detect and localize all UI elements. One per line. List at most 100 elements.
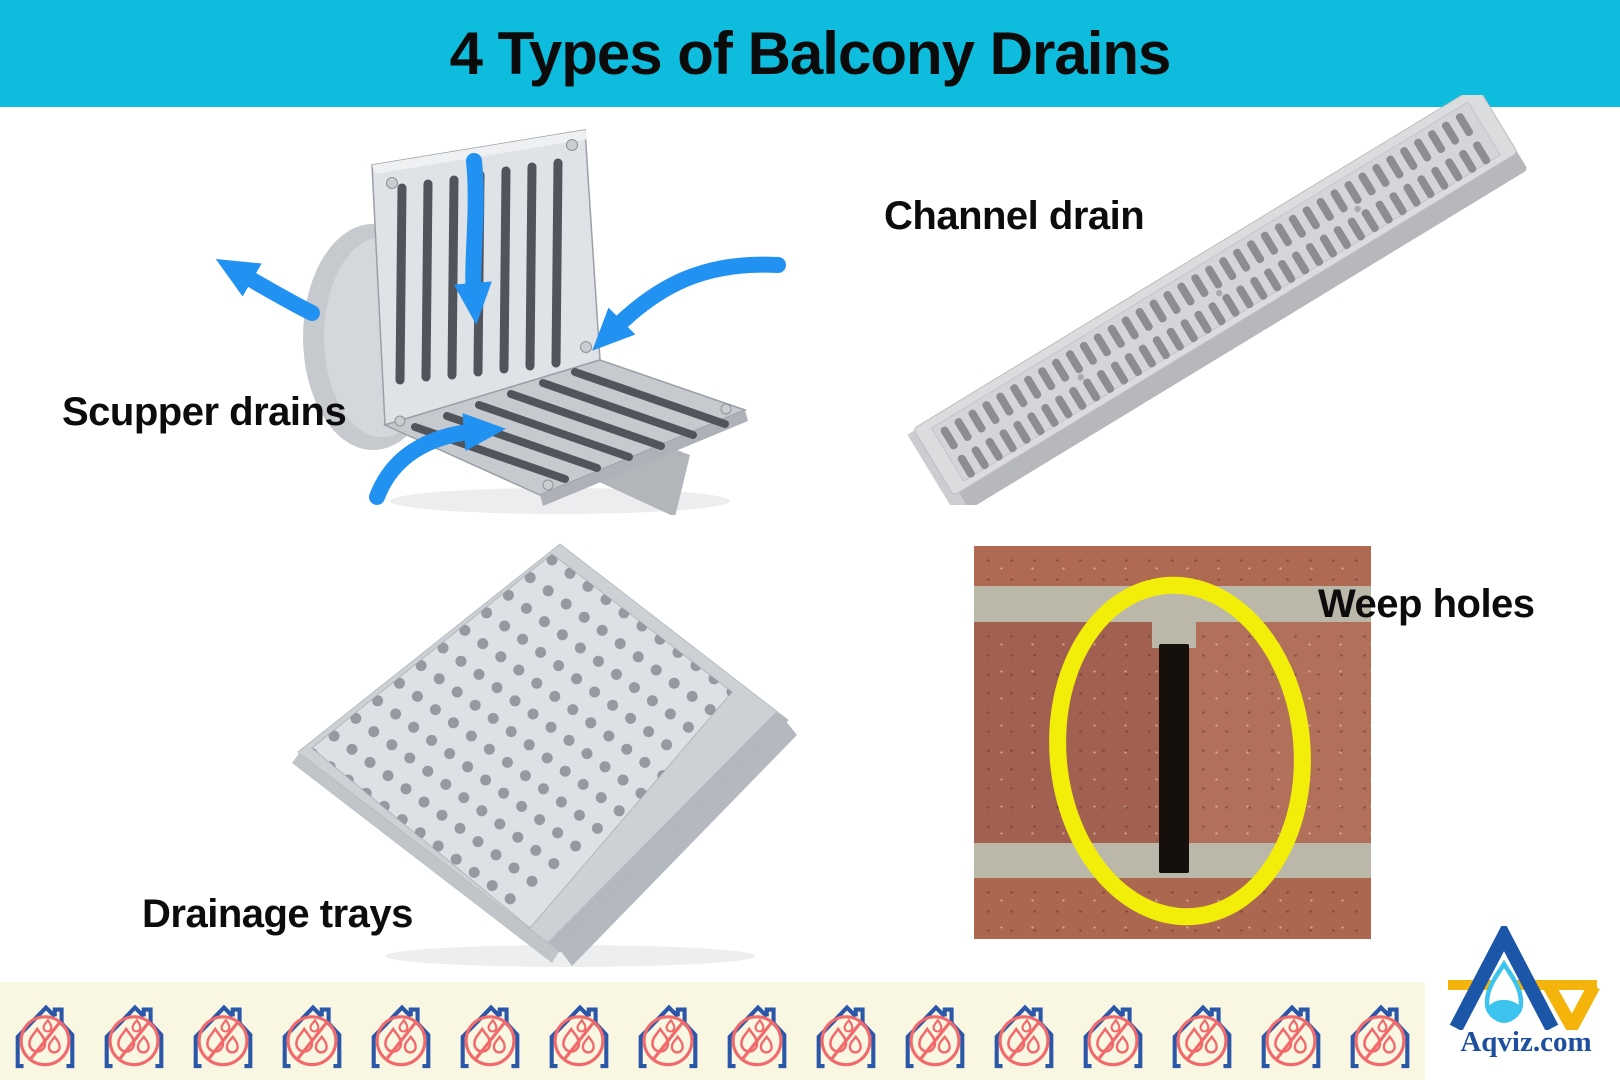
water-drop-icon	[576, 1018, 587, 1033]
water-drop-icon	[403, 1034, 417, 1054]
water-drop-icon	[937, 1034, 951, 1054]
aqviz-logo: Aqviz.com	[1437, 920, 1615, 1058]
channel-drain-label: Channel drain	[884, 194, 1145, 238]
water-drop-icon	[42, 1018, 53, 1033]
page-title: 4 Types of Balcony Drains	[449, 20, 1172, 87]
header-banner: 4 Types of Balcony Drains	[0, 0, 1620, 107]
no-water-house-icon	[549, 1004, 609, 1069]
water-drop-icon	[1115, 1034, 1129, 1054]
tray-front-lip	[292, 752, 560, 963]
arrow-down-icon	[453, 153, 492, 325]
water-drop-icon	[651, 1026, 670, 1053]
water-drop-icon	[28, 1026, 47, 1053]
logo-drop-icon	[1484, 959, 1524, 1023]
prohibition-slash-icon	[474, 1020, 507, 1061]
no-water-house-icon	[371, 1004, 431, 1069]
prohibition-slash-icon	[296, 1020, 329, 1061]
water-drop-icon	[117, 1026, 136, 1053]
water-drop-icon	[220, 1018, 231, 1033]
water-drop-icon	[740, 1026, 759, 1053]
no-water-house-icon	[994, 1004, 1054, 1069]
no-water-house-icon	[1083, 1004, 1143, 1069]
channel-side-face	[949, 150, 1527, 505]
water-drop-icon	[843, 1018, 854, 1033]
water-drop-icon	[829, 1026, 848, 1053]
water-drop-icon	[1199, 1018, 1210, 1033]
drain-back-plate	[371, 129, 601, 426]
water-drop-icon	[1293, 1034, 1307, 1054]
prohibition-slash-icon	[1275, 1020, 1308, 1061]
water-drop-icon	[670, 1034, 684, 1054]
no-water-house-icon	[816, 1004, 876, 1069]
water-drop-icon	[47, 1034, 61, 1054]
no-water-house-icon	[1172, 1004, 1232, 1069]
scupper-drains-label: Scupper drains	[62, 390, 347, 434]
water-drop-icon	[1204, 1034, 1218, 1054]
water-drop-icon	[314, 1034, 328, 1054]
prohibition-slash-icon	[830, 1020, 863, 1061]
no-water-house-icon	[15, 1004, 75, 1069]
brick-middle-right	[1189, 622, 1371, 843]
brick-wall-photo	[974, 546, 1371, 939]
water-drop-icon	[487, 1018, 498, 1033]
prohibition-slash-icon	[1008, 1020, 1041, 1061]
water-drop-icon	[1185, 1026, 1204, 1053]
prohibition-slash-icon	[118, 1020, 151, 1061]
water-drop-icon	[754, 1018, 765, 1033]
water-drop-icon	[1377, 1018, 1388, 1033]
prohibition-slash-icon	[29, 1020, 62, 1061]
water-drop-icon	[1021, 1018, 1032, 1033]
water-drop-icon	[473, 1026, 492, 1053]
water-drop-icon	[1363, 1026, 1382, 1053]
weep-hole-slot	[1159, 644, 1189, 873]
prohibition-slash-icon	[563, 1020, 596, 1061]
channel-screws	[1077, 205, 1361, 381]
water-drop-icon	[295, 1026, 314, 1053]
screws	[386, 139, 592, 353]
water-drop-icon	[581, 1034, 595, 1054]
prohibition-slash-icon	[741, 1020, 774, 1061]
channel-slot-pattern	[940, 113, 1491, 478]
water-drop-icon	[1096, 1026, 1115, 1053]
no-water-house-icon	[460, 1004, 520, 1069]
water-drop-icon	[384, 1026, 403, 1053]
weep-holes-label: Weep holes	[1318, 582, 1535, 626]
water-drop-icon	[398, 1018, 409, 1033]
logo-v-icon	[1543, 982, 1600, 1041]
channel-drain-illustration	[907, 95, 1527, 505]
vertical-slots	[395, 158, 563, 385]
tray-inner-wall	[548, 712, 788, 952]
arrow-left-icon	[215, 259, 320, 321]
water-drop-icon	[206, 1026, 225, 1053]
footer-strip	[0, 982, 1425, 1080]
no-water-house-icon	[727, 1004, 787, 1069]
water-drop-icon	[932, 1018, 943, 1033]
mortar-joint	[1152, 622, 1196, 648]
base-screws	[394, 403, 732, 491]
prohibition-slash-icon	[1186, 1020, 1219, 1061]
highlight-ring-icon	[1049, 576, 1311, 926]
no-water-house-icon	[282, 1004, 342, 1069]
water-drop-icon	[492, 1034, 506, 1054]
water-drop-icon	[1274, 1026, 1293, 1053]
logo-a-icon	[1449, 920, 1559, 1032]
water-drop-icon	[136, 1034, 150, 1054]
water-drop-icon	[131, 1018, 142, 1033]
water-drop-icon	[1288, 1018, 1299, 1033]
tray-outer-wall	[560, 720, 797, 966]
water-drop-icon	[848, 1034, 862, 1054]
water-drop-icon	[562, 1026, 581, 1053]
drainage-trays-label: Drainage trays	[142, 892, 413, 936]
water-drop-icon	[1026, 1034, 1040, 1054]
no-water-house-icon	[1350, 1004, 1410, 1069]
prohibition-slash-icon	[652, 1020, 685, 1061]
brick-row-top	[974, 546, 1371, 586]
prohibition-slash-icon	[1097, 1020, 1130, 1061]
prohibition-slash-icon	[385, 1020, 418, 1061]
prohibition-slash-icon	[919, 1020, 952, 1061]
no-water-house-icon	[638, 1004, 698, 1069]
water-drop-icon	[309, 1018, 320, 1033]
no-water-house-icon	[193, 1004, 253, 1069]
water-drop-icon	[1382, 1034, 1396, 1054]
